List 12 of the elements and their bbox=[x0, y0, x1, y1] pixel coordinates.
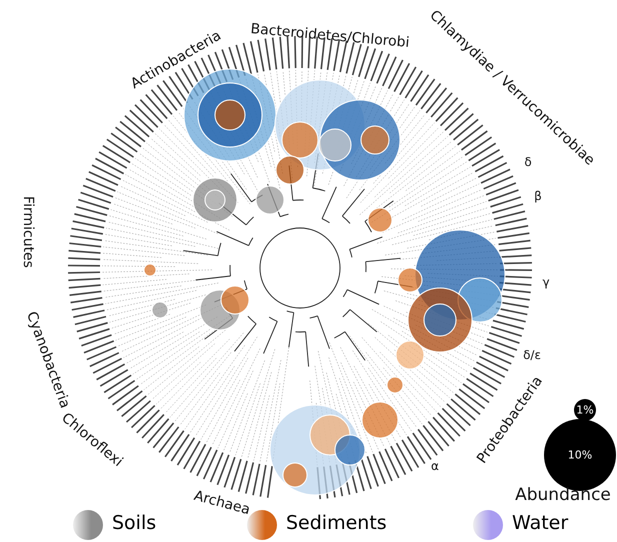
subgroup-label: γ bbox=[542, 275, 550, 289]
subgroup-label: α bbox=[431, 459, 439, 473]
clade-label: Archaea bbox=[192, 488, 252, 518]
subgroup-label: β bbox=[534, 189, 542, 203]
legend-title: Abundance bbox=[515, 485, 611, 505]
legend-label: Water bbox=[512, 512, 568, 534]
percent-label: 10% bbox=[568, 448, 592, 462]
clade-label: Firmicutes bbox=[20, 196, 36, 268]
subgroup-label: δ/ε bbox=[523, 348, 541, 362]
legend-label: Soils bbox=[112, 512, 156, 534]
legend-label: Sediments bbox=[286, 512, 387, 534]
percent-label: 1% bbox=[576, 404, 594, 416]
